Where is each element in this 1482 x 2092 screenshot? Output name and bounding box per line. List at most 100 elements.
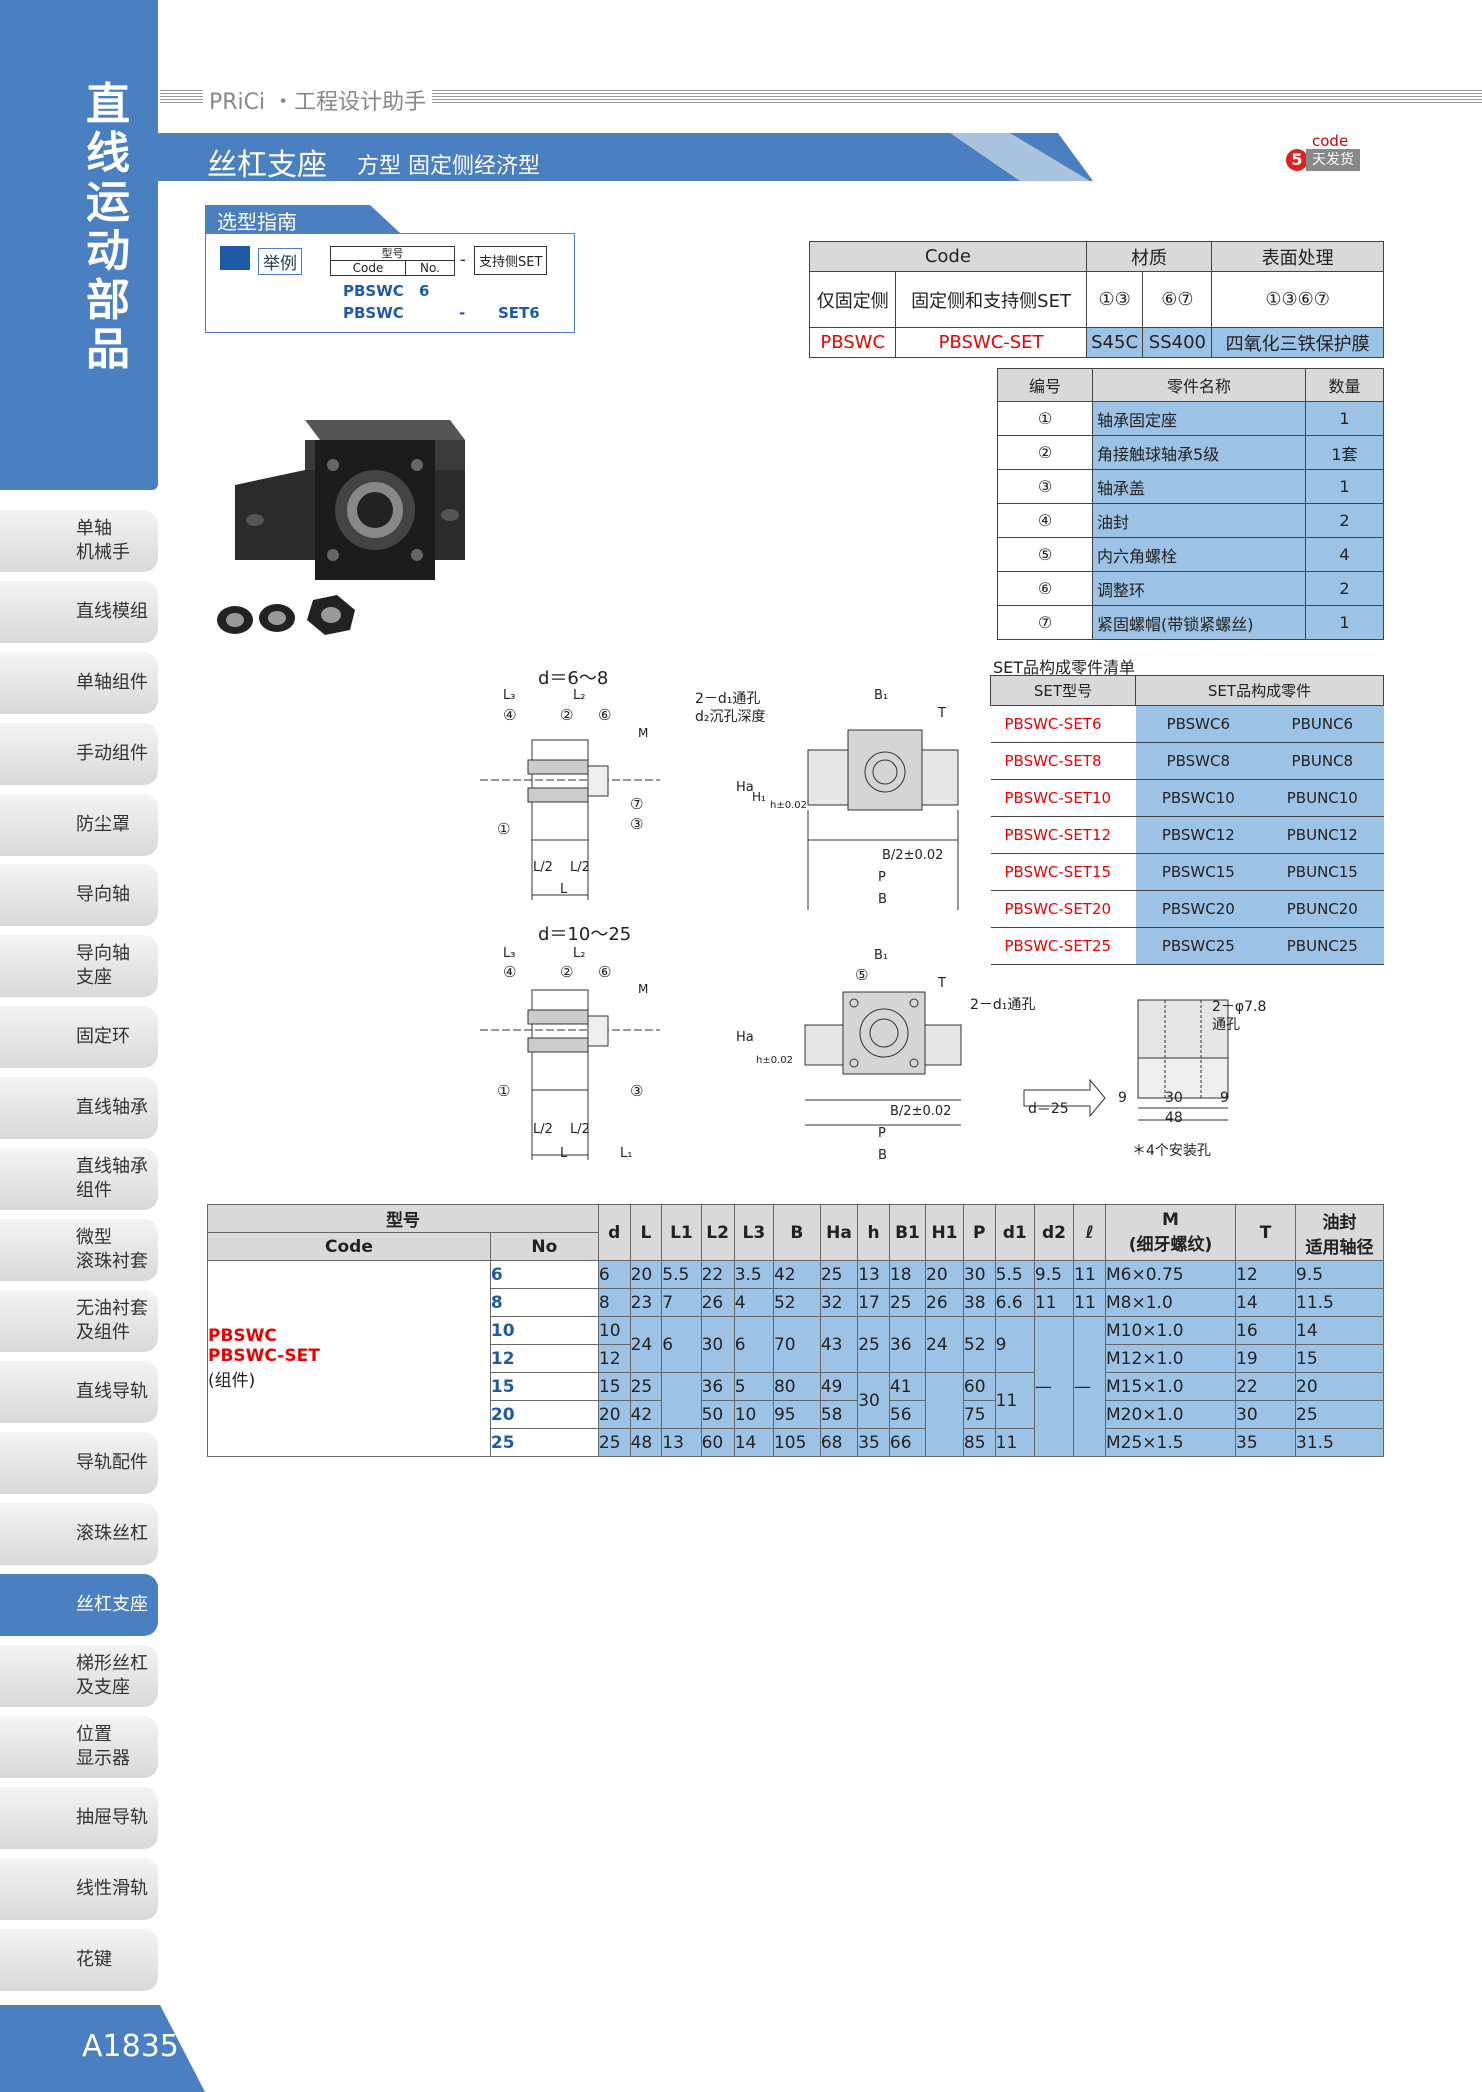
note-hole-4: 2－φ7.8 <box>1212 999 1267 1015</box>
dim-cell-H1 <box>925 1372 964 1457</box>
model-header: 型号 <box>331 247 454 261</box>
sidebar-item-label: 防尘罩 <box>76 814 130 835</box>
dim-cell-Ha: 68 <box>819 1428 859 1457</box>
parts-header-name: 零件名称 <box>1092 368 1306 402</box>
dim-cell-B1: 66 <box>888 1428 927 1457</box>
dim-Bhalf-a: B/2±0.02 <box>882 848 944 863</box>
dim-cell-Ha: 43 <box>819 1316 859 1373</box>
dim-cell-T: 35 <box>1235 1428 1296 1457</box>
dim-header-P: P <box>962 1204 996 1261</box>
dimension-table: 型号 d L L1 L2 L3 B Ha h B1 H1 P d1 d2 ℓ M… <box>207 1204 1384 1457</box>
dim-cell-d1: 6.6 <box>994 1288 1035 1317</box>
sidebar-item[interactable]: 位置 显示器 <box>0 1716 158 1778</box>
brand-rule <box>160 86 1482 108</box>
sidebar-item[interactable]: 单轴 机械手 <box>0 510 158 572</box>
sidebar-item[interactable]: 直线模组 <box>0 581 158 643</box>
dim-cell-B: 80 <box>772 1372 821 1401</box>
dim-header-B1: B1 <box>888 1204 927 1261</box>
dim-cell-d: 25 <box>597 1428 631 1457</box>
guide-tab: 选型指南 <box>205 205 400 233</box>
dim-cell-d: 10 <box>597 1316 631 1345</box>
no-header: No. <box>420 261 440 275</box>
sidebar-item[interactable]: 导向轴 支座 <box>0 935 158 997</box>
page-title: 丝杠支座 <box>207 148 327 183</box>
sidebar-item[interactable]: 导向轴 <box>0 864 158 926</box>
dim-cell-M: M8×1.0 <box>1105 1288 1236 1317</box>
sidebar-item[interactable]: 丝杠支座 <box>0 1574 158 1636</box>
sidebar-item[interactable]: 滚珠丝杠 <box>0 1503 158 1565</box>
product-photo <box>217 420 465 635</box>
sidebar-item[interactable]: 直线轴承 组件 <box>0 1148 158 1210</box>
sidebar-item-label: 直线导轨 <box>76 1381 148 1402</box>
set-cell-part1: PBSWC6 <box>1135 705 1262 743</box>
parts-cell-name: 角接触球轴承5级 <box>1092 435 1306 470</box>
parts-cell-name: 内六角螺栓 <box>1092 537 1306 572</box>
dim-cell-P: 85 <box>962 1428 996 1457</box>
sidebar-item[interactable]: 固定环 <box>0 1006 158 1068</box>
sidebar-item[interactable]: 微型 滚珠衬套 <box>0 1219 158 1281</box>
sidebar-item[interactable]: 导轨配件 <box>0 1432 158 1494</box>
sidebar-header <box>0 0 158 490</box>
dim-header-d: d <box>597 1204 631 1261</box>
sidebar-item[interactable]: 直线导轨 <box>0 1361 158 1423</box>
sidebar-item[interactable]: 单轴组件 <box>0 652 158 714</box>
dim-no-cell: 15 <box>489 1372 599 1401</box>
dim-cell-L1 <box>661 1372 702 1429</box>
code-col-header: Code <box>809 241 1087 272</box>
dim-cell-seal: 14 <box>1295 1316 1384 1345</box>
dim-cell-L2: 50 <box>700 1400 735 1429</box>
dim-cell-L1: 13 <box>661 1428 702 1457</box>
sidebar-item[interactable]: 线性滑轨 <box>0 1858 158 1920</box>
section-title: 直线运动部品 <box>86 79 130 375</box>
set-caption: SET品构成零件清单 <box>993 658 1136 677</box>
sidebar-item[interactable]: 手动组件 <box>0 723 158 785</box>
dim-cell-B1: 41 <box>888 1372 927 1401</box>
dim-cell-d: 6 <box>597 1260 631 1289</box>
sidebar-item-label: 丝杠支座 <box>76 1594 148 1615</box>
dim-L3-a: L₃ <box>503 688 516 703</box>
parts-cell-qty: 1套 <box>1305 435 1384 470</box>
sidebar-item[interactable]: 直线轴承 <box>0 1077 158 1139</box>
dim-cell-d2: 9.5 <box>1033 1260 1075 1289</box>
dim-cell-P: 38 <box>962 1288 996 1317</box>
parts-cell-name: 油封 <box>1092 503 1306 538</box>
dim-B1-a: B₁ <box>874 688 889 703</box>
dim-Lhalf-a1: L/2 <box>533 860 553 875</box>
set-cell-code: PBSWC-SET12 <box>990 816 1136 854</box>
dim-L-b: L <box>560 1146 568 1161</box>
dim-no-cell: 12 <box>489 1344 599 1373</box>
dim-Bhalf-b: B/2±0.02 <box>890 1104 952 1119</box>
label-4-a: ④ <box>503 706 517 724</box>
label-6-a: ⑥ <box>598 706 612 724</box>
dim-cell-B1: 56 <box>888 1400 927 1429</box>
sidebar-item[interactable]: 无油衬套 及组件 <box>0 1290 158 1352</box>
label-3-a: ③ <box>630 815 644 833</box>
dim-L2-a: L₂ <box>573 688 586 703</box>
parts-cell-no: ② <box>997 435 1093 470</box>
dim-cell-B: 52 <box>772 1288 821 1317</box>
dim-cell-L2: 30 <box>700 1316 735 1373</box>
dim-no-cell: 20 <box>489 1400 599 1429</box>
sidebar-item[interactable]: 梯形丝杠 及支座 <box>0 1645 158 1707</box>
parts-cell-qty: 2 <box>1305 503 1384 538</box>
sidebar-item[interactable]: 花键 <box>0 1929 158 1991</box>
dim-h-b: h±0.02 <box>756 1055 793 1066</box>
sidebar-item[interactable]: 防尘罩 <box>0 794 158 856</box>
surface-col-header: 表面处理 <box>1211 241 1384 272</box>
sidebar-item-label: 单轴组件 <box>76 672 148 693</box>
dim-header-B: B <box>772 1204 821 1261</box>
guide-example-box: 举例 型号 Code No. - 支持侧SET PBSWC 6 PBSWC - … <box>205 233 575 333</box>
parts-cell-no: ⑥ <box>997 571 1093 606</box>
sidebar-item[interactable]: 抽屉导轨 <box>0 1787 158 1849</box>
example-code-2: PBSWC <box>343 304 404 322</box>
delivery-badge: code 5 天发货 <box>1282 132 1388 178</box>
dim-Lhalf-b2: L/2 <box>570 1122 590 1137</box>
set-cell-part2: PBUNC6 <box>1261 705 1384 743</box>
dim-cell-H1: 24 <box>925 1316 964 1373</box>
set-cell-part2: PBUNC12 <box>1261 816 1384 854</box>
